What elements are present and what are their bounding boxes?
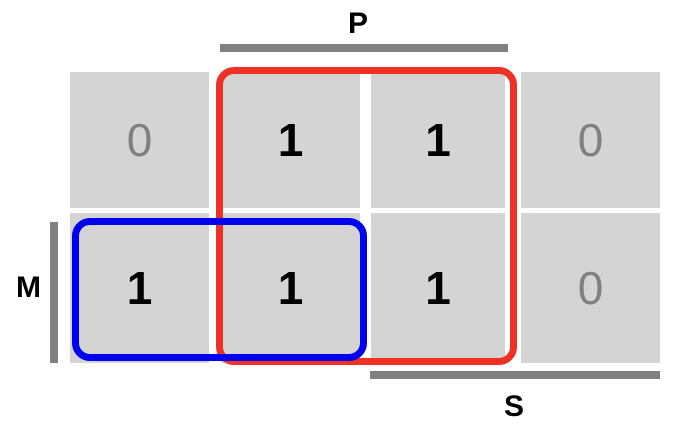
grid-cell-r0c3: 0 [521,72,660,208]
span-label-m: M [16,271,41,304]
grid-cell-r0c1: 1 [221,72,360,208]
span-bar-s [370,371,660,379]
span-label-s: S [504,390,525,423]
grid-cell-r0c0: 0 [70,72,209,208]
grid-cell-r1c1: 1 [221,213,360,363]
grid-cell-r1c2: 1 [371,213,505,363]
span-bar-p [220,44,508,52]
grid-cell-r1c3: 0 [521,213,660,363]
grid-cell-r1c0: 1 [70,213,209,363]
span-label-p: P [348,7,369,40]
grid-cell-r0c2: 1 [371,72,505,208]
span-bar-m [50,222,58,363]
